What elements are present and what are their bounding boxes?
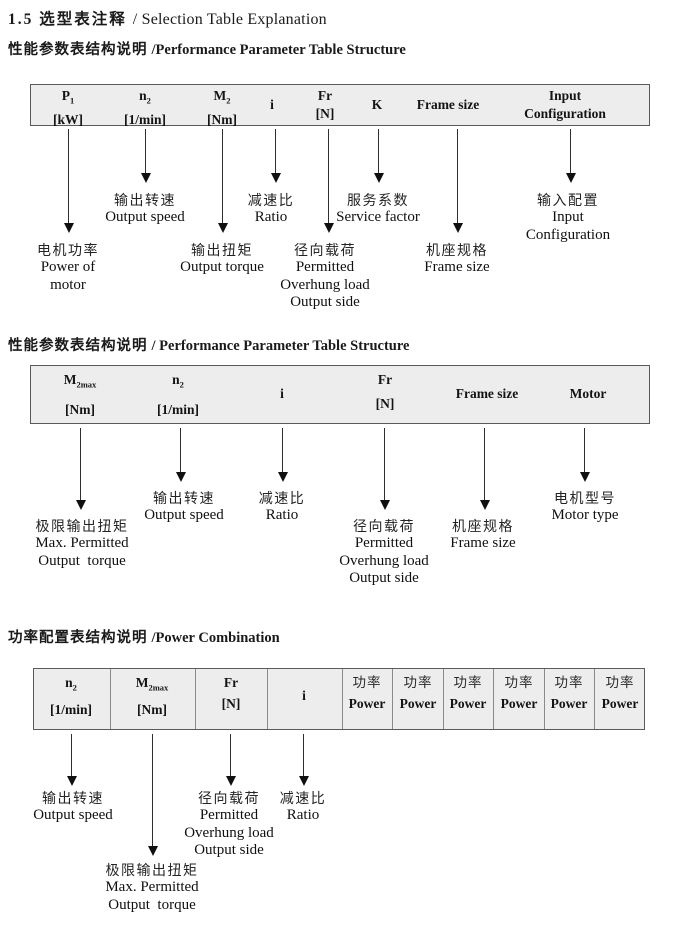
arrow-s1-n2 xyxy=(141,129,151,183)
arrow-s3-fr xyxy=(226,734,236,786)
arrow-s2-n2 xyxy=(176,428,186,482)
table1-cell-input-configuration: Input Configuration xyxy=(524,88,606,121)
table2-cell-frame-size: Frame size xyxy=(455,386,519,401)
section2-heading: 性能参数表结构说明/ Performance Parameter Table S… xyxy=(8,334,409,355)
table3-divider xyxy=(544,669,545,729)
table1-cell-p1: P1 [kW] xyxy=(53,88,83,127)
table3-divider xyxy=(267,669,268,729)
arrow-s1-input xyxy=(566,129,576,183)
section2-heading-en: / Performance Parameter Table Structure xyxy=(151,338,410,354)
table3-cell-fr: Fr [N] xyxy=(221,675,241,711)
table3-divider xyxy=(392,669,393,729)
table2-cell-motor: Motor xyxy=(569,386,607,401)
table2-cell-n2: n2 [1/min] xyxy=(157,372,199,417)
arrow-s2-m2max xyxy=(76,428,86,510)
arrow-s3-i xyxy=(299,734,309,786)
section3-heading-zh: 功率配置表结构说明 xyxy=(8,630,148,646)
section1-heading-zh: 性能参数表结构说明 xyxy=(8,42,148,58)
table3-divider xyxy=(443,669,444,729)
section3-heading: 功率配置表结构说明/Power Combination xyxy=(8,626,280,647)
table1-cell-i: i xyxy=(270,97,274,112)
table1-cell-k: K xyxy=(371,97,383,112)
section1-heading: 性能参数表结构说明/Performance Parameter Table St… xyxy=(8,38,406,59)
arrow-s1-i xyxy=(271,129,281,183)
arrow-s1-frame-size xyxy=(453,129,463,233)
page-title-zh: 1.5 选型表注释 xyxy=(8,11,127,28)
table3-header-box xyxy=(33,668,645,730)
table2-header-box xyxy=(30,365,650,424)
table1-cell-frame-size: Frame size xyxy=(416,97,480,112)
arrow-s3-m2max xyxy=(148,734,158,856)
table3-divider xyxy=(594,669,595,729)
table1-cell-fr: Fr [N] xyxy=(315,88,335,121)
arrow-s1-m2 xyxy=(218,129,228,233)
table3-cell-i: i xyxy=(302,688,306,703)
table2-cell-m2max: M2max [Nm] xyxy=(63,372,97,417)
table3-cell-m2max: M2max [Nm] xyxy=(135,675,169,717)
table3-divider xyxy=(195,669,196,729)
arrow-s2-fr xyxy=(380,428,390,510)
table1-cell-n2: n2 [1/min] xyxy=(124,88,166,127)
page-title: 1.5 选型表注释 / Selection Table Explanation xyxy=(8,7,327,29)
section3-heading-en: /Power Combination xyxy=(151,630,280,646)
table3-cell-n2: n2 [1/min] xyxy=(50,675,92,717)
arrow-s2-motor xyxy=(580,428,590,482)
arrow-s1-p1 xyxy=(64,129,74,233)
arrow-s1-fr xyxy=(324,129,334,233)
table3-divider xyxy=(110,669,111,729)
section2-heading-zh: 性能参数表结构说明 xyxy=(8,338,148,354)
arrow-s2-i xyxy=(278,428,288,482)
table2-cell-i: i xyxy=(280,386,284,401)
arrow-s3-n2 xyxy=(67,734,77,786)
table2-cell-fr: Fr [N] xyxy=(375,372,395,411)
table1-cell-m2: M2 [Nm] xyxy=(207,88,237,127)
arrow-s1-k xyxy=(374,129,384,183)
table3-divider xyxy=(342,669,343,729)
section1-heading-en: /Performance Parameter Table Structure xyxy=(151,42,406,58)
arrow-s2-frame-size xyxy=(480,428,490,510)
page-title-en: / Selection Table Explanation xyxy=(132,11,327,28)
table3-divider xyxy=(493,669,494,729)
table1-header-box xyxy=(30,84,650,126)
